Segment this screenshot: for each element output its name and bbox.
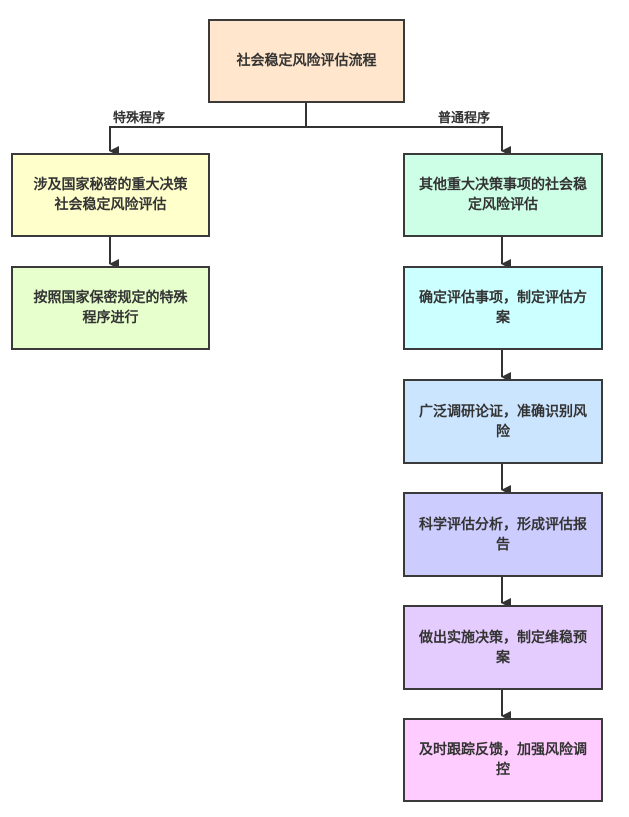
title-text: 社会稳定风险评估流程 [236,53,377,69]
connector-normal [306,126,511,156]
special-branch-label: 特殊程序 [113,111,166,126]
normal-step-6: 及时跟踪反馈，加强风险调控 [403,718,603,802]
step-text: 确定评估事项，制定评估方案 [419,290,587,326]
normal-step-3: 广泛调研论证，准确识别风险 [403,379,603,464]
title-box: 社会稳定风险评估流程 [208,19,405,103]
normal-step-1: 其他重大决策事项的社会稳定风险评估 [403,153,603,237]
step-text: 科学评估分析，形成评估报告 [419,516,587,553]
step-text: 按照国家保密规定的特殊程序进行 [33,290,188,326]
step-text: 其他重大决策事项的社会稳定风险评估 [419,177,587,213]
normal-branch-label: 普通程序 [438,111,491,126]
normal-step-5: 做出实施决策，制定维稳预案 [403,605,603,690]
step-text: 及时跟踪反馈，加强风险调控 [419,742,587,778]
step-text: 涉及国家秘密的重大决策社会稳定风险评估 [33,177,188,213]
normal-step-4: 科学评估分析，形成评估报告 [403,492,603,577]
step-text: 做出实施决策，制定维稳预案 [419,629,587,666]
special-step-1: 涉及国家秘密的重大决策社会稳定风险评估 [11,153,210,237]
step-text: 广泛调研论证，准确识别风险 [419,403,587,440]
normal-step-2: 确定评估事项，制定评估方案 [403,266,603,350]
connector-special [109,126,306,156]
special-step-2: 按照国家保密规定的特殊程序进行 [11,266,210,350]
